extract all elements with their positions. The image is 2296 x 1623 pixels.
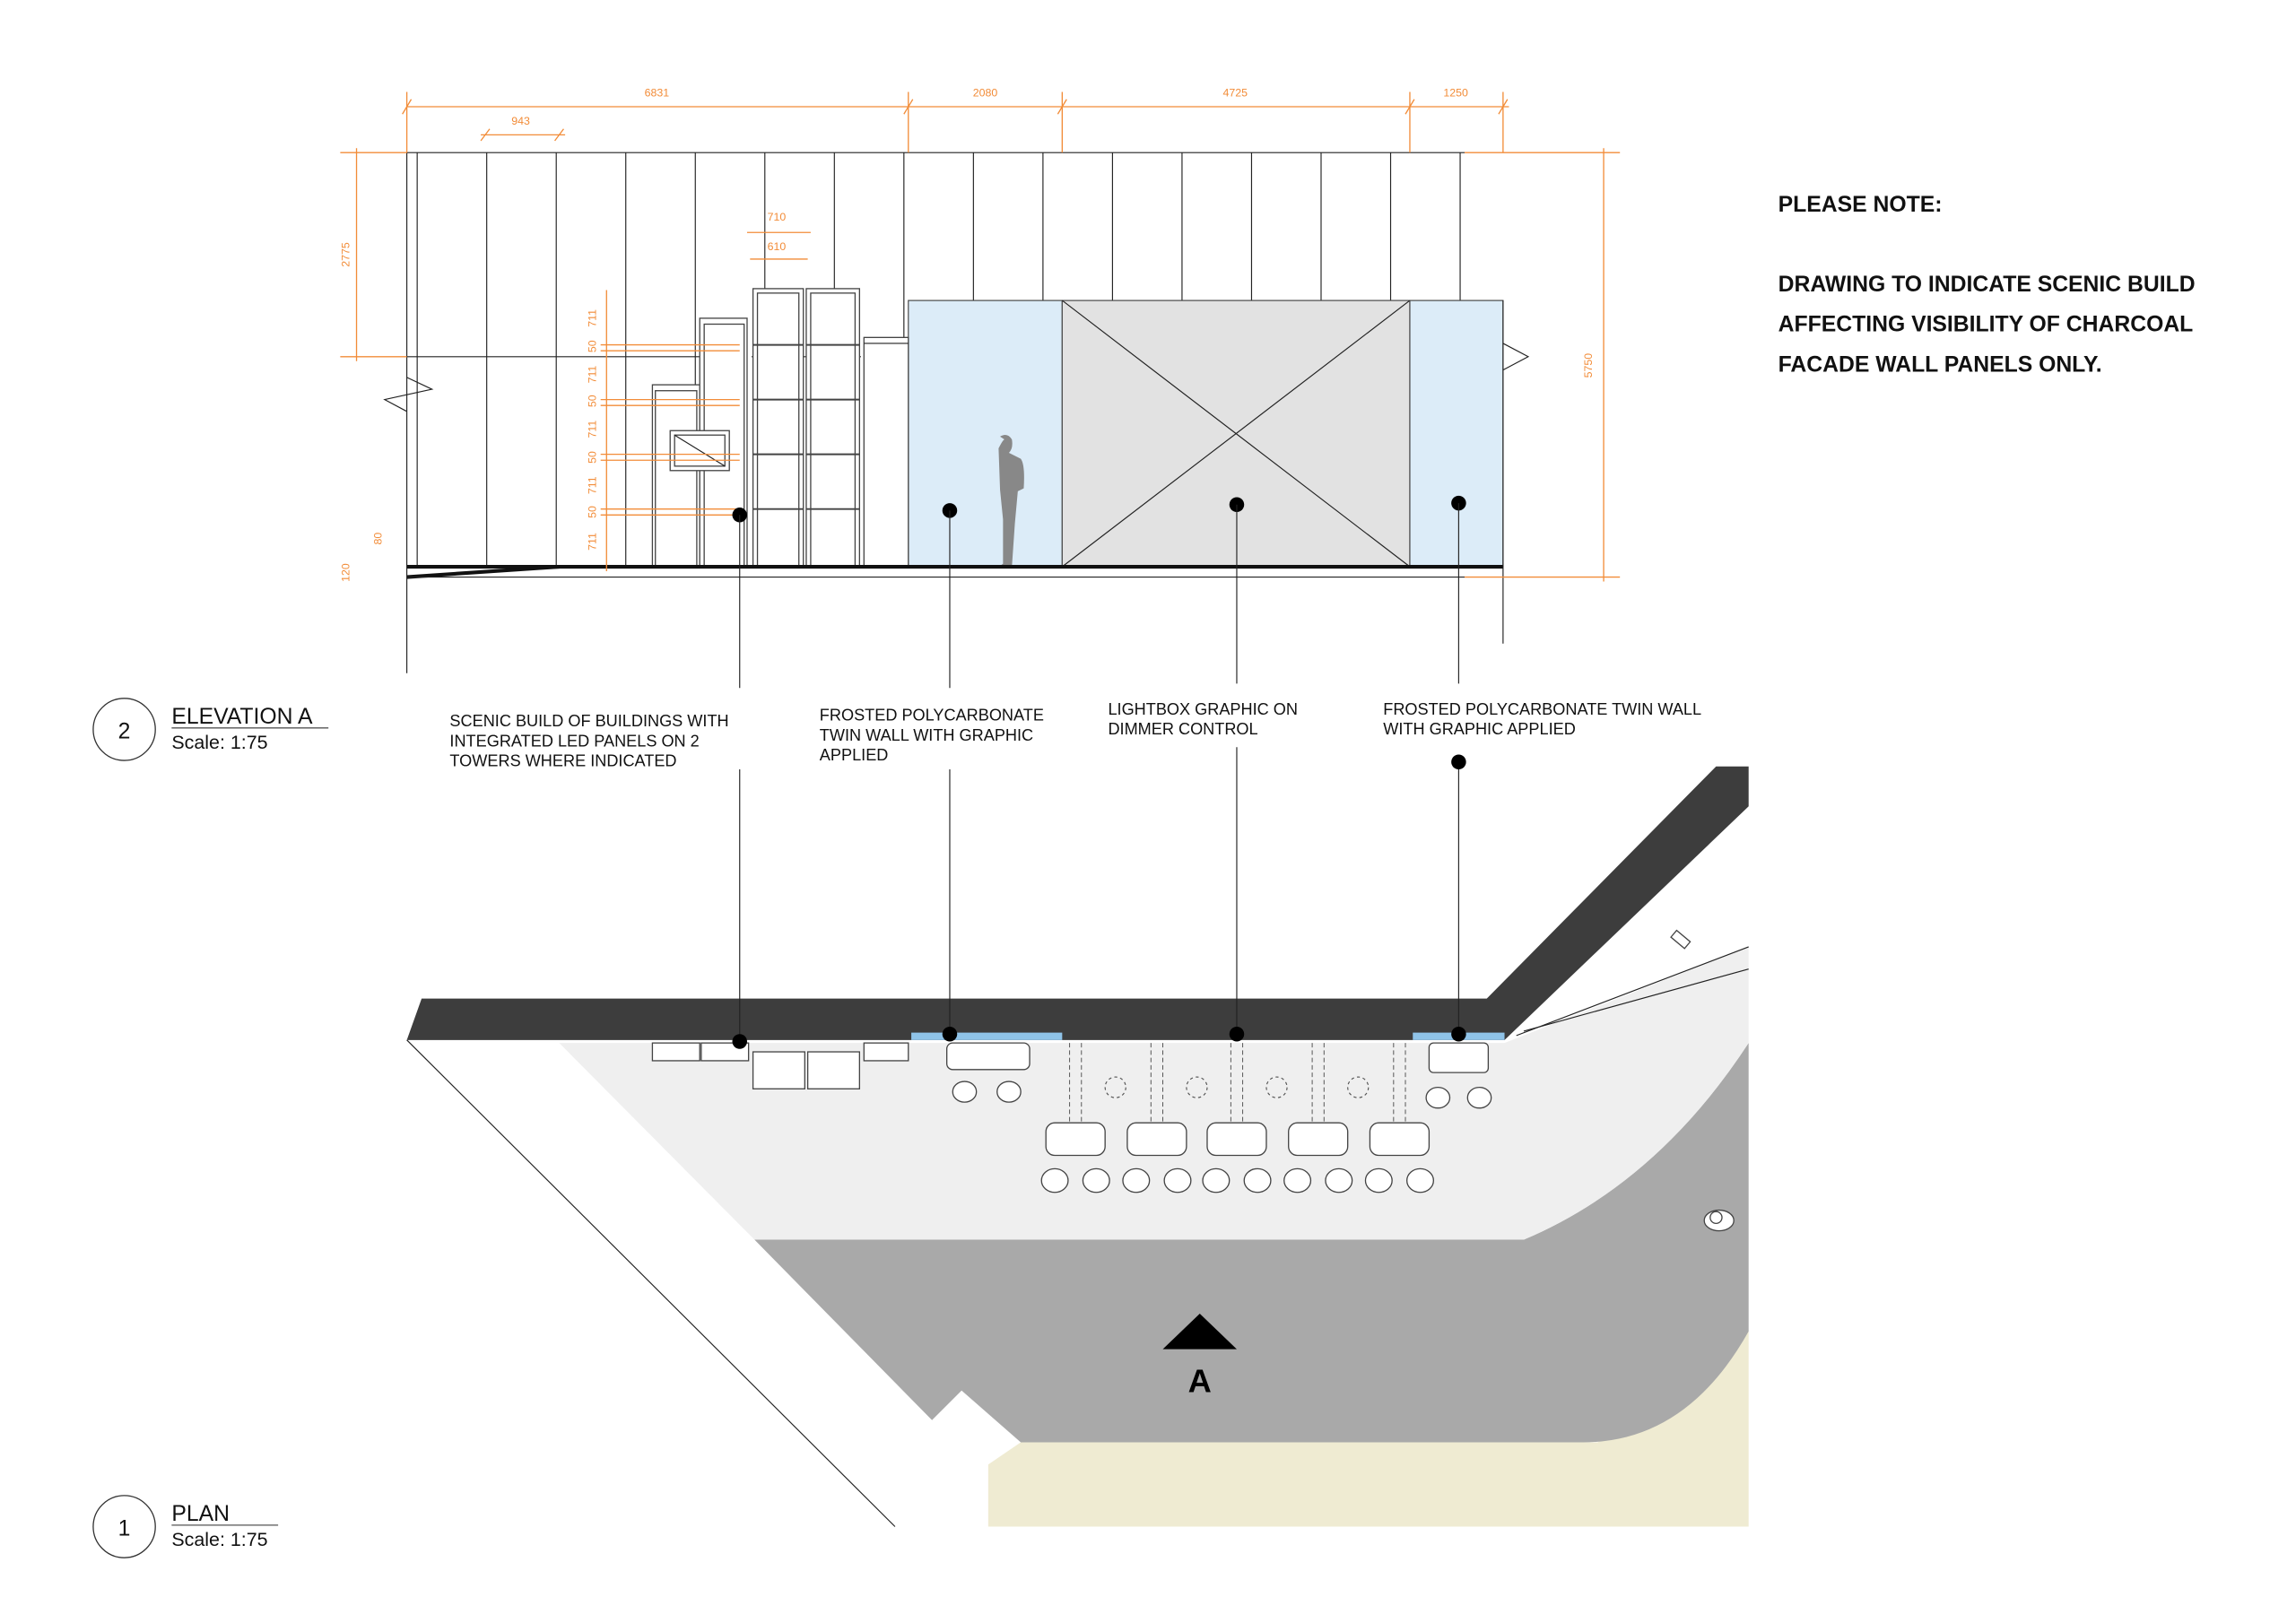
plan-furniture bbox=[946, 1042, 1492, 1193]
tower-dim-label: 711 bbox=[587, 421, 599, 438]
note-line: FACADE WALL PANELS ONLY. bbox=[1779, 352, 2102, 377]
plan-polycarbonate-left bbox=[911, 1032, 1063, 1040]
dim-120: 120 bbox=[339, 563, 352, 582]
dim-5750: 5750 bbox=[1582, 353, 1595, 378]
elevation-title-block: 2 ELEVATION A Scale: 1:75 bbox=[92, 698, 329, 761]
callout-dots-elevation bbox=[732, 495, 1466, 689]
callout-dots-plan bbox=[732, 747, 1466, 1049]
floor-ramp bbox=[406, 564, 560, 579]
dimensions: 6831 2080 4725 1250 943 710 610 2775 575… bbox=[339, 86, 1621, 582]
tower-dim-label: 711 bbox=[587, 533, 599, 551]
tower-dim-label: 711 bbox=[587, 309, 599, 327]
sand-area bbox=[987, 1331, 1749, 1527]
facade-wall bbox=[406, 766, 1749, 1040]
plan-table bbox=[1288, 1122, 1349, 1157]
plan-scale: Scale: 1:75 bbox=[171, 1529, 267, 1550]
tower-dim-label: 50 bbox=[587, 395, 599, 407]
dim-2775: 2775 bbox=[339, 242, 352, 267]
plan-title: PLAN bbox=[171, 1502, 230, 1526]
dim-2080: 2080 bbox=[973, 86, 998, 99]
elevation-number: 2 bbox=[118, 719, 131, 743]
dim-1250: 1250 bbox=[1443, 86, 1468, 99]
plan-table bbox=[1126, 1122, 1187, 1157]
person-silhouette bbox=[998, 435, 1024, 568]
dim-943: 943 bbox=[511, 115, 530, 127]
road-area bbox=[754, 1043, 1749, 1443]
tower-dim-label: 50 bbox=[587, 451, 599, 464]
section-marker-arrow bbox=[1162, 1314, 1237, 1350]
floor-area bbox=[559, 946, 1749, 1240]
tower-dim-label: 50 bbox=[587, 506, 599, 518]
tower-dim-label: 711 bbox=[587, 366, 599, 384]
section-marker-label: A bbox=[1188, 1362, 1212, 1399]
plan-drawing: A bbox=[406, 747, 1749, 1527]
dim-6831: 6831 bbox=[645, 86, 670, 99]
plan-number: 1 bbox=[118, 1516, 131, 1541]
scenic-towers bbox=[651, 288, 909, 568]
elevation-drawing: 6831 2080 4725 1250 943 710 610 2775 575… bbox=[339, 86, 1621, 689]
polycarbonate-panel-right bbox=[1409, 299, 1504, 568]
plan-scenic-towers bbox=[651, 1042, 909, 1089]
elevation-title: ELEVATION A bbox=[171, 705, 313, 729]
polycarbonate-panel-left bbox=[908, 299, 1063, 568]
note-heading: PLEASE NOTE: bbox=[1779, 193, 1943, 217]
plan-table bbox=[1206, 1122, 1267, 1157]
dim-4725: 4725 bbox=[1223, 86, 1248, 99]
tower-dim-label: 711 bbox=[587, 476, 599, 494]
dim-710: 710 bbox=[768, 211, 787, 223]
tower-dim-label: 50 bbox=[587, 340, 599, 352]
plan-table bbox=[1369, 1122, 1431, 1157]
plan-table bbox=[1045, 1122, 1106, 1157]
pedestrian-figure bbox=[1703, 1209, 1735, 1232]
note-line: DRAWING TO INDICATE SCENIC BUILD bbox=[1779, 273, 2196, 297]
dim-80: 80 bbox=[372, 533, 385, 545]
plan-title-block: 1 PLAN Scale: 1:75 bbox=[92, 1495, 279, 1558]
dim-610: 610 bbox=[768, 240, 787, 253]
please-note: PLEASE NOTE: DRAWING TO INDICATE SCENIC … bbox=[1779, 193, 2196, 377]
note-line: AFFECTING VISIBILITY OF CHARCOAL bbox=[1779, 313, 2194, 337]
elevation-scale: Scale: 1:75 bbox=[171, 732, 267, 753]
